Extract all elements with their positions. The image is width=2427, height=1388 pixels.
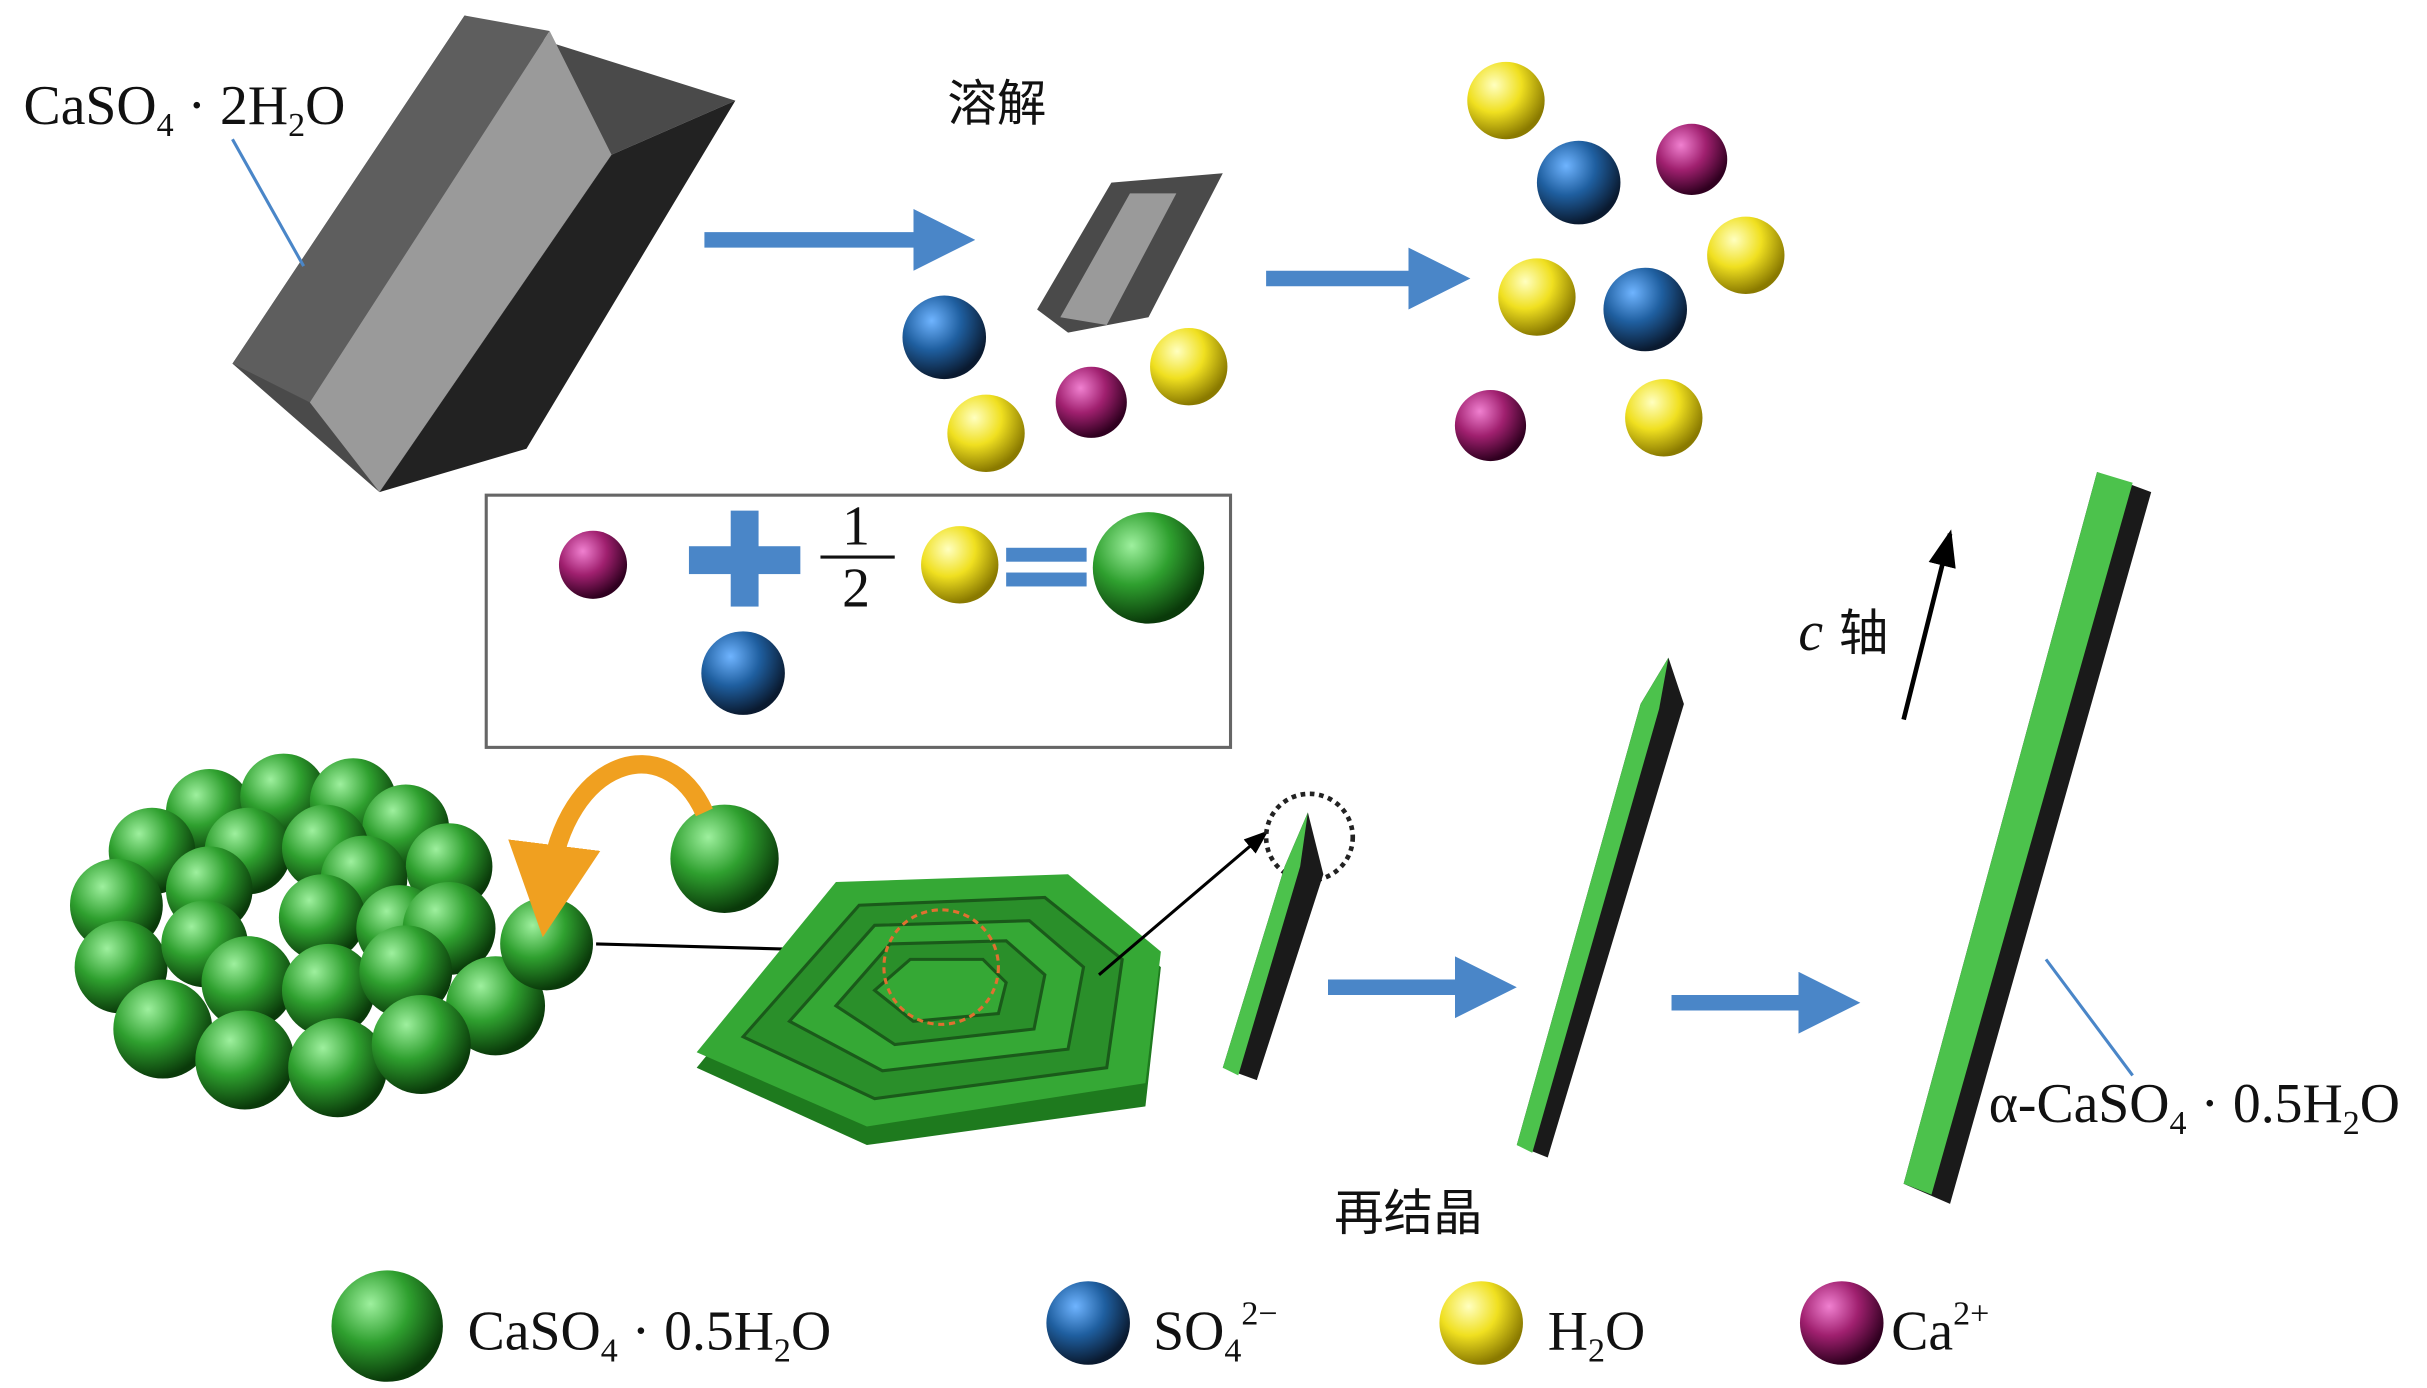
dissolve-label: 溶解: [947, 75, 1046, 133]
recrystallize-label: 再结晶: [1334, 1184, 1483, 1242]
water-molecule: [1150, 328, 1228, 406]
legend: CaSO4 · 0.5H2O SO42− H2O Ca2+: [331, 1270, 1989, 1382]
water-molecule: [921, 526, 999, 604]
gypsum-crystal: [232, 15, 736, 493]
attachment-arrow: [508, 755, 713, 938]
plus-sign: [688, 510, 801, 607]
water-molecule: [1467, 61, 1545, 140]
attaching-unit: [500, 897, 594, 991]
legend-water-icon: [1439, 1281, 1523, 1365]
calcium-ion: [1656, 123, 1728, 195]
calcium-ion: [1454, 389, 1527, 462]
hemihydrate-cluster: [69, 753, 594, 1118]
c-axis-label: c 轴: [1798, 601, 1888, 663]
fraction-numerator: 1: [842, 496, 870, 558]
legend-calcium-icon: [1799, 1281, 1884, 1365]
gypsum-label: CaSO4 · 2H2O: [24, 75, 346, 144]
alpha-hemihydrate-label: α-CaSO4 · 0.5H2O: [1989, 1073, 2400, 1142]
gypsum-pointer: [231, 138, 305, 267]
water-molecule: [1707, 216, 1785, 295]
c-axis-arrow: [1901, 529, 1956, 721]
legend-hemihydrate-label: CaSO4 · 0.5H2O: [468, 1300, 832, 1369]
rod-small: [1222, 812, 1324, 1081]
sulfate-ion: [1536, 140, 1621, 225]
legend-hemihydrate-icon: [331, 1270, 443, 1382]
legend-sulfate-label: SO42−: [1153, 1296, 1277, 1370]
rod-medium: [1516, 657, 1684, 1158]
alpha-pointer: [2044, 958, 2134, 1077]
calcium-ion: [1055, 366, 1127, 438]
sulfate-ion: [701, 631, 785, 715]
calcium-ion: [558, 530, 628, 599]
sulfate-ion: [902, 295, 987, 380]
sulfate-ion: [1603, 267, 1687, 352]
legend-water-label: H2O: [1548, 1300, 1645, 1369]
arrow-to-rod: [1097, 830, 1269, 977]
water-molecule: [1498, 258, 1576, 336]
legend-sulfate-icon: [1046, 1281, 1130, 1365]
incoming-hemihydrate-unit: [670, 804, 779, 913]
ions-solution: [1454, 61, 1785, 462]
water-molecule: [1625, 379, 1703, 457]
equals-sign: [1006, 547, 1087, 587]
stepped-hexagonal-nucleus: [696, 874, 1161, 1146]
legend-calcium-label: Ca2+: [1891, 1296, 1989, 1363]
reaction-equation-box: 1 2: [484, 493, 1233, 749]
ions-dissolving: [902, 295, 1228, 472]
water-molecule: [947, 394, 1025, 472]
rod-large: [1903, 471, 2152, 1204]
small-gypsum-crystal: [1037, 173, 1223, 333]
hemihydrate-unit: [1092, 512, 1205, 624]
fraction-denominator: 2: [842, 558, 870, 620]
